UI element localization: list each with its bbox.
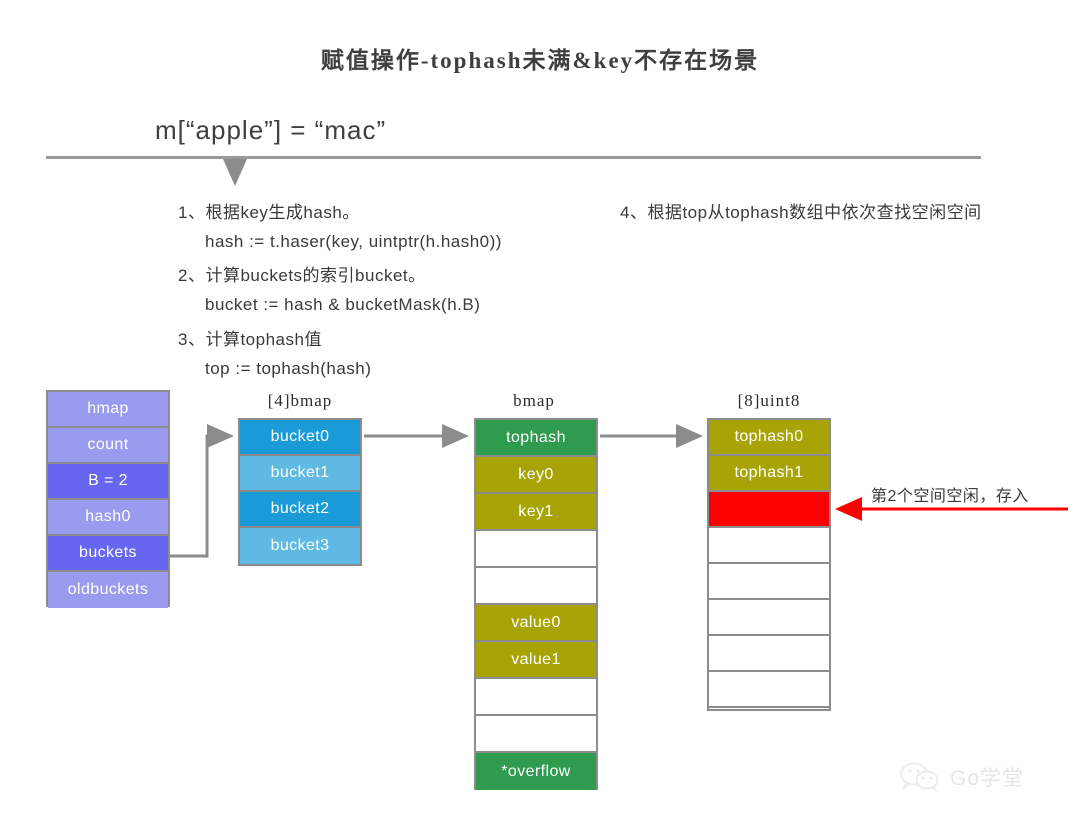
bmap-cell-tophash: tophash bbox=[476, 420, 596, 457]
hmap-cell-count: count bbox=[48, 428, 168, 464]
bmap-array-cell-bucket1: bucket1 bbox=[240, 456, 360, 492]
free-slot-note: 第2个空间空闲，存入 bbox=[871, 488, 1029, 505]
tophash-array-label: [8]uint8 bbox=[737, 391, 801, 410]
bmap-cell-empty-4 bbox=[476, 568, 596, 605]
step-3-line-1: 3、计算tophash值 bbox=[178, 330, 322, 349]
bmap-array-cell-bucket0: bucket0 bbox=[240, 420, 360, 456]
bmap-cell-key0: key0 bbox=[476, 457, 596, 494]
hmap-cell-hash0: hash0 bbox=[48, 500, 168, 536]
step-2-line-2: bucket := hash & bucketMask(h.B) bbox=[205, 295, 481, 314]
bmap-label: bmap bbox=[513, 391, 555, 410]
tophash-array-cell-empty-2 bbox=[709, 492, 829, 528]
step-3-line-2: top := tophash(hash) bbox=[205, 359, 372, 378]
step-1-line-1: 1、根据key生成hash。 bbox=[178, 203, 360, 222]
hmap-cell-hmap: hmap bbox=[48, 392, 168, 428]
step-3: 3、计算tophash值 top := tophash(hash) bbox=[178, 325, 371, 383]
step-1-line-2: hash := t.haser(key, uintptr(h.hash0)) bbox=[205, 232, 502, 251]
bmap-cell-value1: value1 bbox=[476, 642, 596, 679]
bmap-cell--overflow: *overflow bbox=[476, 753, 596, 790]
step-1: 1、根据key生成hash。 hash := t.haser(key, uint… bbox=[178, 198, 502, 256]
buckets-to-bucket0-arrow bbox=[170, 424, 234, 558]
watermark-text: Go学堂 bbox=[950, 767, 1025, 790]
tophash-array-cell-tophash1: tophash1 bbox=[709, 456, 829, 492]
map-expression: m[“apple”] = “mac” bbox=[155, 115, 387, 145]
hmap-cell-oldbuckets: oldbuckets bbox=[48, 572, 168, 608]
tophash-array-cell-empty-4 bbox=[709, 564, 829, 600]
hmap-cell-b-2: B = 2 bbox=[48, 464, 168, 500]
hmap-cell-buckets: buckets bbox=[48, 536, 168, 572]
horizontal-divider bbox=[46, 156, 981, 159]
bmap-array-cell-bucket3: bucket3 bbox=[240, 528, 360, 564]
wechat-icon bbox=[900, 762, 939, 792]
bmap-cell-key1: key1 bbox=[476, 494, 596, 531]
tophash-array-cell-tophash0: tophash0 bbox=[709, 420, 829, 456]
step-4-line-1: 4、根据top从tophash数组中依次查找空闲空间 bbox=[620, 203, 982, 222]
step-2: 2、计算buckets的索引bucket。 bucket := hash & b… bbox=[178, 261, 480, 319]
bmap-cell-value0: value0 bbox=[476, 605, 596, 642]
bmap-array-label: [4]bmap bbox=[267, 391, 333, 410]
step-2-line-1: 2、计算buckets的索引bucket。 bbox=[178, 266, 426, 285]
watermark: Go学堂 bbox=[900, 762, 1024, 792]
bmap-cell-empty-8 bbox=[476, 716, 596, 753]
tophash-array-cell-empty-5 bbox=[709, 600, 829, 636]
step-4: 4、根据top从tophash数组中依次查找空闲空间 bbox=[620, 198, 982, 227]
tophash-array-cell-empty-3 bbox=[709, 528, 829, 564]
bmap-cell-empty-3 bbox=[476, 531, 596, 568]
tophash-array-cell-empty-7 bbox=[709, 672, 829, 708]
bmap-array-cell-bucket2: bucket2 bbox=[240, 492, 360, 528]
tophash-array-cell-empty-6 bbox=[709, 636, 829, 672]
bmap-cell-empty-7 bbox=[476, 679, 596, 716]
page-title: 赋值操作-tophash未满&key不存在场景 bbox=[320, 48, 760, 73]
